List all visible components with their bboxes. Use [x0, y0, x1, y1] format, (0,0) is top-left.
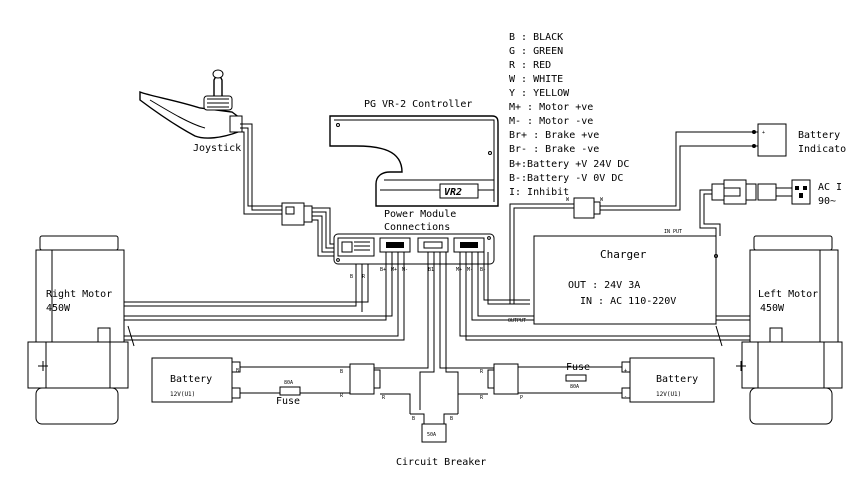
- battery-left-label-1: Battery: [170, 374, 212, 385]
- pin-bplus: B+: [380, 267, 386, 273]
- fuse-left-rating: 80A: [284, 380, 293, 386]
- color-legend: B : BLACK G : GREEN R : RED W : WHITE Y …: [509, 32, 629, 198]
- legend-item: W : WHITE: [509, 74, 563, 85]
- pin-p-right: P: [520, 395, 523, 401]
- pin-r-right-2: R: [480, 395, 484, 401]
- power-module-label-2: Connections: [384, 222, 450, 233]
- vr2-controller: PG VR-2 Controller VR2: [329, 99, 499, 207]
- pin-b-breaker: B: [412, 416, 415, 422]
- right-motor: Right Motor 450W: [27, 235, 129, 425]
- charger-output-tag: OUTPUT: [508, 318, 526, 324]
- pin-r: R: [362, 274, 366, 280]
- pin-mminus-2: M-: [467, 267, 473, 273]
- legend-item: M+ : Motor +ve: [509, 102, 593, 113]
- pin-plus: +: [762, 130, 765, 136]
- controller-badge: VR2: [444, 187, 462, 198]
- legend-item: B : BLACK: [509, 32, 563, 43]
- battery-indicator-label-1: Battery: [798, 130, 840, 141]
- legend-item: M- : Motor -ve: [509, 116, 593, 127]
- motor-cable-ends: [97, 325, 783, 347]
- charger-in: IN : AC 110-220V: [580, 296, 676, 307]
- pin-mplus: M+: [391, 267, 397, 273]
- battery-left: Battery 12V(U1) B 80A Fuse B R R: [151, 357, 411, 414]
- ac-input-label-2: 90~: [818, 196, 836, 207]
- ac-input: AC I 90~: [711, 179, 842, 207]
- legend-item: B+:Battery +V 24V DC: [509, 159, 629, 170]
- pin-b: B: [350, 274, 353, 280]
- battery-indicator-label-2: Indicato: [798, 144, 846, 155]
- charger: Charger OUT : 24V 3A IN : AC 110-220V IN…: [533, 189, 721, 325]
- legend-item: Y : YELLOW: [509, 88, 570, 99]
- pin-r-right: R: [480, 369, 484, 375]
- fuse-left-label: Fuse: [276, 396, 300, 407]
- pin-mplus-2: M+: [456, 267, 462, 273]
- pin-bminus: B-: [480, 267, 486, 273]
- pin-w-2: W: [600, 197, 604, 203]
- left-motor: Left Motor 450W: [736, 235, 843, 425]
- legend-item: I: Inhibit: [509, 187, 569, 198]
- charger-input-tag: IN PUT: [664, 229, 682, 235]
- right-motor-label-1: Right Motor: [46, 289, 112, 300]
- legend-item: G : GREEN: [509, 46, 563, 57]
- legend-item: B-:Battery -V 0V DC: [509, 173, 623, 184]
- pin-r-left: R: [340, 393, 344, 399]
- legend-item: Br+ : Brake +ve: [509, 130, 599, 141]
- pin-b-left: B: [340, 369, 343, 375]
- battery-left-label-2: 12V(U1): [170, 391, 195, 398]
- pin-b-breaker-2: B: [450, 416, 453, 422]
- indicator-wiring: W W + Battery Indicato: [509, 123, 846, 304]
- batt-left-b: B: [236, 368, 239, 374]
- joystick-icon: Joystick: [139, 69, 243, 154]
- circuit-breaker: 50A B B Circuit Breaker: [396, 413, 486, 468]
- fuse-right-rating: 80A: [570, 384, 579, 390]
- battery-right-label-1: Battery: [656, 374, 698, 385]
- right-motor-label-2: 450W: [46, 303, 71, 314]
- fuse-right-label: Fuse: [566, 362, 590, 373]
- pin-mminus: M-: [402, 267, 408, 273]
- batt-right-plus: +: [624, 368, 627, 374]
- charger-out: OUT : 24V 3A: [568, 280, 640, 291]
- pin-w: W: [566, 197, 570, 203]
- charger-title: Charger: [600, 248, 647, 261]
- left-motor-label-2: 450W: [760, 303, 785, 314]
- legend-item: Br- : Brake -ve: [509, 144, 599, 155]
- power-module-label-1: Power Module: [384, 209, 456, 220]
- pin-br: B1: [428, 267, 434, 273]
- breaker-rating: 50A: [427, 432, 436, 438]
- joystick-label: Joystick: [193, 143, 241, 154]
- joystick-cable: [240, 123, 338, 257]
- left-motor-label-1: Left Motor: [758, 289, 818, 300]
- controller-title: PG VR-2 Controller: [364, 99, 472, 110]
- module-wiring: OUTPUT: [107, 252, 770, 410]
- power-module: Power Module Connections B+ M+ M- B1 M+ …: [333, 209, 495, 280]
- legend-item: R : RED: [509, 60, 551, 71]
- pin-r-left-2: R: [382, 395, 386, 401]
- batt-right-minus: -: [624, 394, 627, 400]
- battery-right-label-2: 12V(U1): [656, 391, 681, 398]
- battery-right: Battery 12V(U1) + - Fuse 80A R R P: [457, 357, 715, 414]
- ac-input-label-1: AC I: [818, 182, 842, 193]
- breaker-label: Circuit Breaker: [396, 457, 486, 468]
